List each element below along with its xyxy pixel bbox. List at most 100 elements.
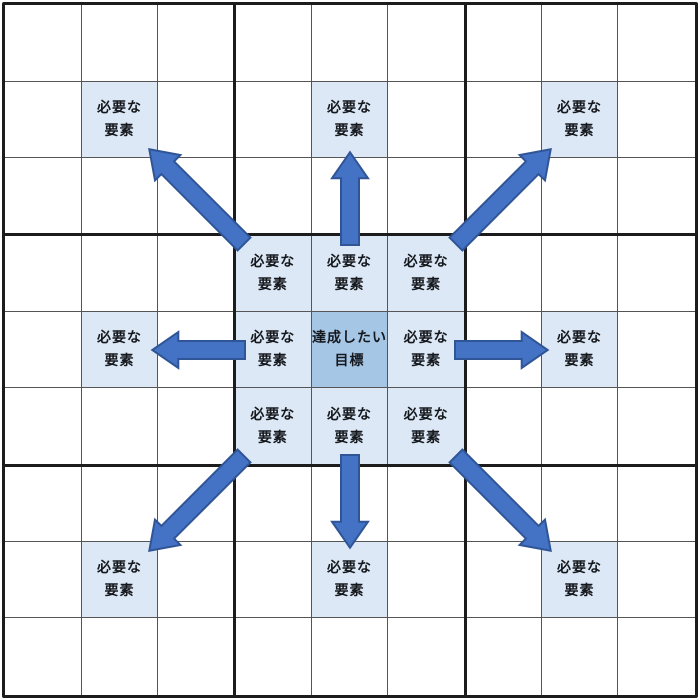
empty-cell-r2-c0 (5, 158, 82, 235)
cell-text-line: 要素 (104, 122, 135, 139)
empty-cell-r0-c0 (5, 5, 82, 82)
empty-cell-r0-c5 (388, 5, 465, 82)
empty-cell-r0-c8 (618, 5, 695, 82)
empty-cell-r5-c0 (5, 388, 82, 465)
empty-cell-r2-c7 (541, 158, 619, 235)
element-cell-r1-c7: 必要な要素 (541, 81, 619, 159)
cell-text-line: 要素 (564, 582, 595, 599)
empty-cell-r4-c2 (158, 311, 235, 389)
element-cell-r4-c3: 必要な要素 (234, 311, 312, 389)
empty-cell-r3-c8 (618, 235, 695, 312)
cell-text-line: 必要な (556, 99, 602, 116)
empty-cell-r4-c6 (464, 311, 542, 389)
empty-cell-r3-c7 (541, 234, 619, 312)
empty-cell-r6-c8 (618, 465, 695, 542)
empty-cell-r6-c6 (464, 464, 542, 542)
empty-cell-r0-c2 (158, 5, 235, 82)
element-cell-r5-c4: 必要な要素 (311, 388, 389, 465)
empty-cell-r2-c4 (311, 158, 389, 235)
cell-text-line: 目標 (334, 352, 365, 369)
empty-cell-r8-c5 (388, 618, 465, 695)
cell-text-line: 必要な (403, 329, 449, 346)
empty-cell-r7-c6 (464, 541, 542, 619)
cell-text-line: 要素 (411, 429, 442, 446)
block-divider-horizontal-1 (5, 233, 695, 237)
empty-cell-r5-c1 (81, 388, 159, 465)
cell-text-line: 要素 (411, 275, 442, 292)
element-cell-r3-c4: 必要な要素 (311, 234, 389, 312)
empty-cell-r0-c7 (541, 5, 619, 82)
cell-text-line: 要素 (257, 352, 288, 369)
empty-cell-r2-c6 (464, 158, 542, 235)
block-divider-vertical-2 (463, 5, 467, 695)
empty-cell-r0-c4 (311, 5, 389, 82)
empty-cell-r8-c6 (465, 618, 542, 695)
empty-cell-r0-c1 (81, 5, 159, 82)
cell-text-line: 必要な (403, 252, 449, 269)
empty-cell-r8-c1 (82, 618, 159, 695)
cell-text-line: 必要な (250, 252, 296, 269)
element-cell-r4-c7: 必要な要素 (541, 311, 619, 389)
empty-cell-r3-c6 (464, 234, 542, 312)
empty-cell-r7-c0 (5, 541, 82, 619)
cell-text-line: 必要な (326, 406, 372, 423)
element-cell-r5-c3: 必要な要素 (234, 388, 312, 465)
cell-text-line: 要素 (564, 352, 595, 369)
element-cell-r4-c5: 必要な要素 (388, 311, 465, 389)
cell-text-line: 必要な (326, 559, 372, 576)
cell-text-line: 達成したい (311, 329, 387, 346)
element-cell-r3-c5: 必要な要素 (388, 234, 465, 312)
empty-cell-r6-c7 (541, 464, 619, 542)
empty-cell-r0-c3 (234, 5, 312, 82)
empty-cell-r8-c2 (158, 618, 235, 695)
empty-cell-r2-c3 (234, 158, 312, 235)
empty-cell-r6-c3 (234, 464, 312, 542)
cell-text-line: 必要な (326, 99, 372, 116)
empty-cell-r1-c5 (388, 81, 465, 159)
grid: 必要な要素必要な要素必要な要素必要な要素必要な要素必要な要素必要な要素必要な要素… (5, 5, 695, 695)
cell-text-line: 要素 (334, 275, 365, 292)
empty-cell-r5-c6 (464, 388, 542, 465)
empty-cell-r6-c0 (5, 464, 82, 542)
empty-cell-r8-c3 (235, 618, 312, 695)
cell-text-line: 要素 (104, 582, 135, 599)
empty-cell-r7-c2 (158, 541, 235, 619)
element-cell-r1-c1: 必要な要素 (81, 81, 159, 159)
cell-text-line: 必要な (556, 329, 602, 346)
cell-text-line: 要素 (334, 429, 365, 446)
cell-text-line: 要素 (411, 352, 442, 369)
empty-cell-r4-c8 (618, 312, 695, 389)
empty-cell-r3-c0 (5, 234, 82, 312)
cell-text-line: 要素 (334, 122, 365, 139)
block-divider-vertical-1 (233, 5, 237, 695)
empty-cell-r8-c8 (618, 618, 695, 695)
cell-text-line: 必要な (96, 559, 142, 576)
cell-text-line: 必要な (96, 329, 142, 346)
empty-cell-r6-c1 (81, 464, 159, 542)
empty-cell-r5-c2 (158, 388, 235, 465)
element-cell-r5-c5: 必要な要素 (388, 388, 465, 465)
cell-text-line: 必要な (326, 252, 372, 269)
empty-cell-r5-c8 (618, 388, 695, 465)
element-cell-r4-c1: 必要な要素 (81, 311, 159, 389)
empty-cell-r1-c6 (464, 81, 542, 159)
empty-cell-r5-c7 (541, 388, 619, 465)
goal-cell-r4-c4: 達成したい目標 (311, 311, 389, 389)
element-cell-r7-c7: 必要な要素 (541, 541, 619, 619)
cell-text-line: 必要な (250, 329, 296, 346)
empty-cell-r8-c4 (312, 618, 389, 695)
element-cell-r7-c1: 必要な要素 (81, 541, 159, 619)
empty-cell-r2-c8 (618, 158, 695, 235)
cell-text-line: 要素 (257, 275, 288, 292)
empty-cell-r1-c2 (158, 81, 235, 159)
cell-text-line: 要素 (104, 352, 135, 369)
empty-cell-r2-c5 (388, 158, 465, 235)
empty-cell-r7-c3 (234, 541, 312, 619)
empty-cell-r3-c2 (158, 234, 235, 312)
empty-cell-r8-c0 (5, 618, 82, 695)
empty-cell-r2-c2 (158, 158, 235, 235)
cell-text-line: 必要な (403, 406, 449, 423)
element-cell-r7-c4: 必要な要素 (311, 541, 389, 619)
